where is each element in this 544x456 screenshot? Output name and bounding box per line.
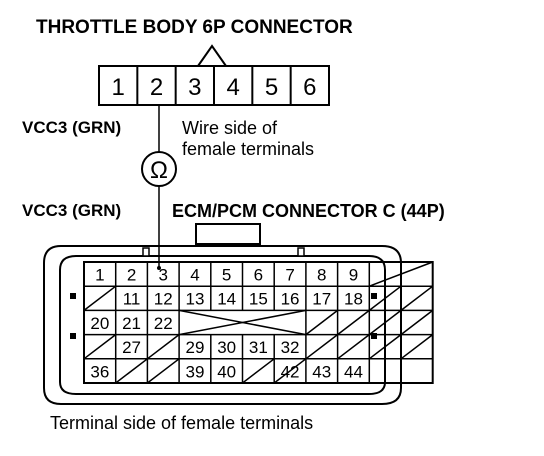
terminal-label: 5 [222, 266, 231, 285]
terminal-grid-frame [83, 261, 434, 384]
terminal-label: 8 [317, 266, 326, 285]
terminal-label: 14 [217, 290, 236, 309]
lock-tab [70, 293, 76, 299]
ohm-symbol: Ω [150, 157, 168, 184]
unused-cavity [368, 334, 402, 360]
unused-cavity [305, 334, 339, 360]
terminal-label: 6 [254, 266, 263, 285]
terminal-label: 31 [249, 338, 268, 357]
terminal-label: 9 [349, 266, 358, 285]
unused-cavity [337, 309, 370, 336]
terminal-label: 21 [122, 314, 141, 333]
terminal-label: 42 [281, 362, 300, 381]
throttle-wire-label: VCC3 (GRN) [22, 118, 122, 137]
terminal-label: 32 [281, 338, 300, 357]
connector-key-tab [197, 44, 227, 67]
unused-cavity [146, 334, 180, 360]
terminal-label: 1 [95, 266, 104, 285]
terminal-label: 17 [312, 290, 331, 309]
unused-cavity [115, 358, 148, 384]
ecm-connector-title: ECM/PCM CONNECTOR C (44P) [172, 201, 445, 221]
unused-cavity [368, 285, 402, 311]
blank-block-cross [178, 309, 307, 336]
unused-cavity [400, 285, 434, 311]
terminal-label: 4 [190, 266, 199, 285]
unused-cavity [242, 358, 275, 384]
ecm-wire-label: VCC3 (GRN) [22, 201, 122, 220]
wire-side-note-line-1: Wire side of [182, 118, 278, 138]
test-lead: Ω [141, 105, 177, 268]
wire-side-note: Wire side of female terminals [182, 118, 314, 160]
unused-cavity [83, 334, 117, 360]
terminal-side-caption: Terminal side of female terminals [50, 413, 314, 433]
guide-slot-right [297, 247, 305, 257]
throttle-pin-label: 2 [150, 74, 163, 101]
unused-cavity [400, 309, 434, 336]
terminal-label: 13 [185, 290, 204, 309]
housing-lock-tabs [70, 293, 377, 339]
terminal-label: 2 [127, 266, 136, 285]
terminal-label: 3 [159, 266, 168, 285]
terminal-label: 22 [154, 314, 173, 333]
unused-cavity [305, 309, 339, 336]
terminal-label: 44 [344, 362, 363, 381]
housing-outer-shell [43, 245, 402, 405]
terminal-label: 27 [122, 338, 141, 357]
housing-latch [195, 223, 261, 245]
throttle-pin-label: 6 [303, 74, 316, 101]
terminal-label: 18 [344, 290, 363, 309]
throttle-pin-label: 1 [111, 74, 124, 101]
terminal-label: 20 [90, 314, 109, 333]
unused-cavity [368, 309, 402, 336]
terminal-label: 11 [123, 290, 141, 309]
throttle-connector-title: THROTTLE BODY 6P CONNECTOR [36, 17, 353, 38]
terminal-label: 30 [217, 338, 236, 357]
unused-cavity [337, 334, 370, 360]
lock-tab [371, 333, 377, 339]
terminal-label: 29 [185, 338, 204, 357]
unused-cavity [400, 334, 434, 360]
throttle-pin-label: 5 [265, 74, 278, 101]
guide-slot-left [142, 247, 150, 257]
ohmmeter-icon [141, 151, 177, 187]
unused-cavity [146, 358, 180, 384]
unused-cavity [273, 358, 307, 384]
throttle-pin-label: 3 [188, 74, 201, 101]
unused-cavity [83, 285, 117, 311]
throttle-pin-label: 4 [226, 74, 239, 101]
terminal-label: 36 [90, 362, 109, 381]
lock-tab [70, 333, 76, 339]
unused-cavity [369, 261, 433, 287]
terminal-label: 12 [154, 290, 173, 309]
terminal-label: 7 [285, 266, 294, 285]
probe-contact-point [157, 266, 161, 270]
terminal-label: 16 [281, 290, 300, 309]
lock-tab [371, 293, 377, 299]
terminal-label: 43 [312, 362, 331, 381]
terminal-label: 40 [217, 362, 236, 381]
terminal-label: 15 [249, 290, 268, 309]
terminal-label: 39 [185, 362, 204, 381]
wire-side-note-line-2: female terminals [182, 139, 315, 159]
